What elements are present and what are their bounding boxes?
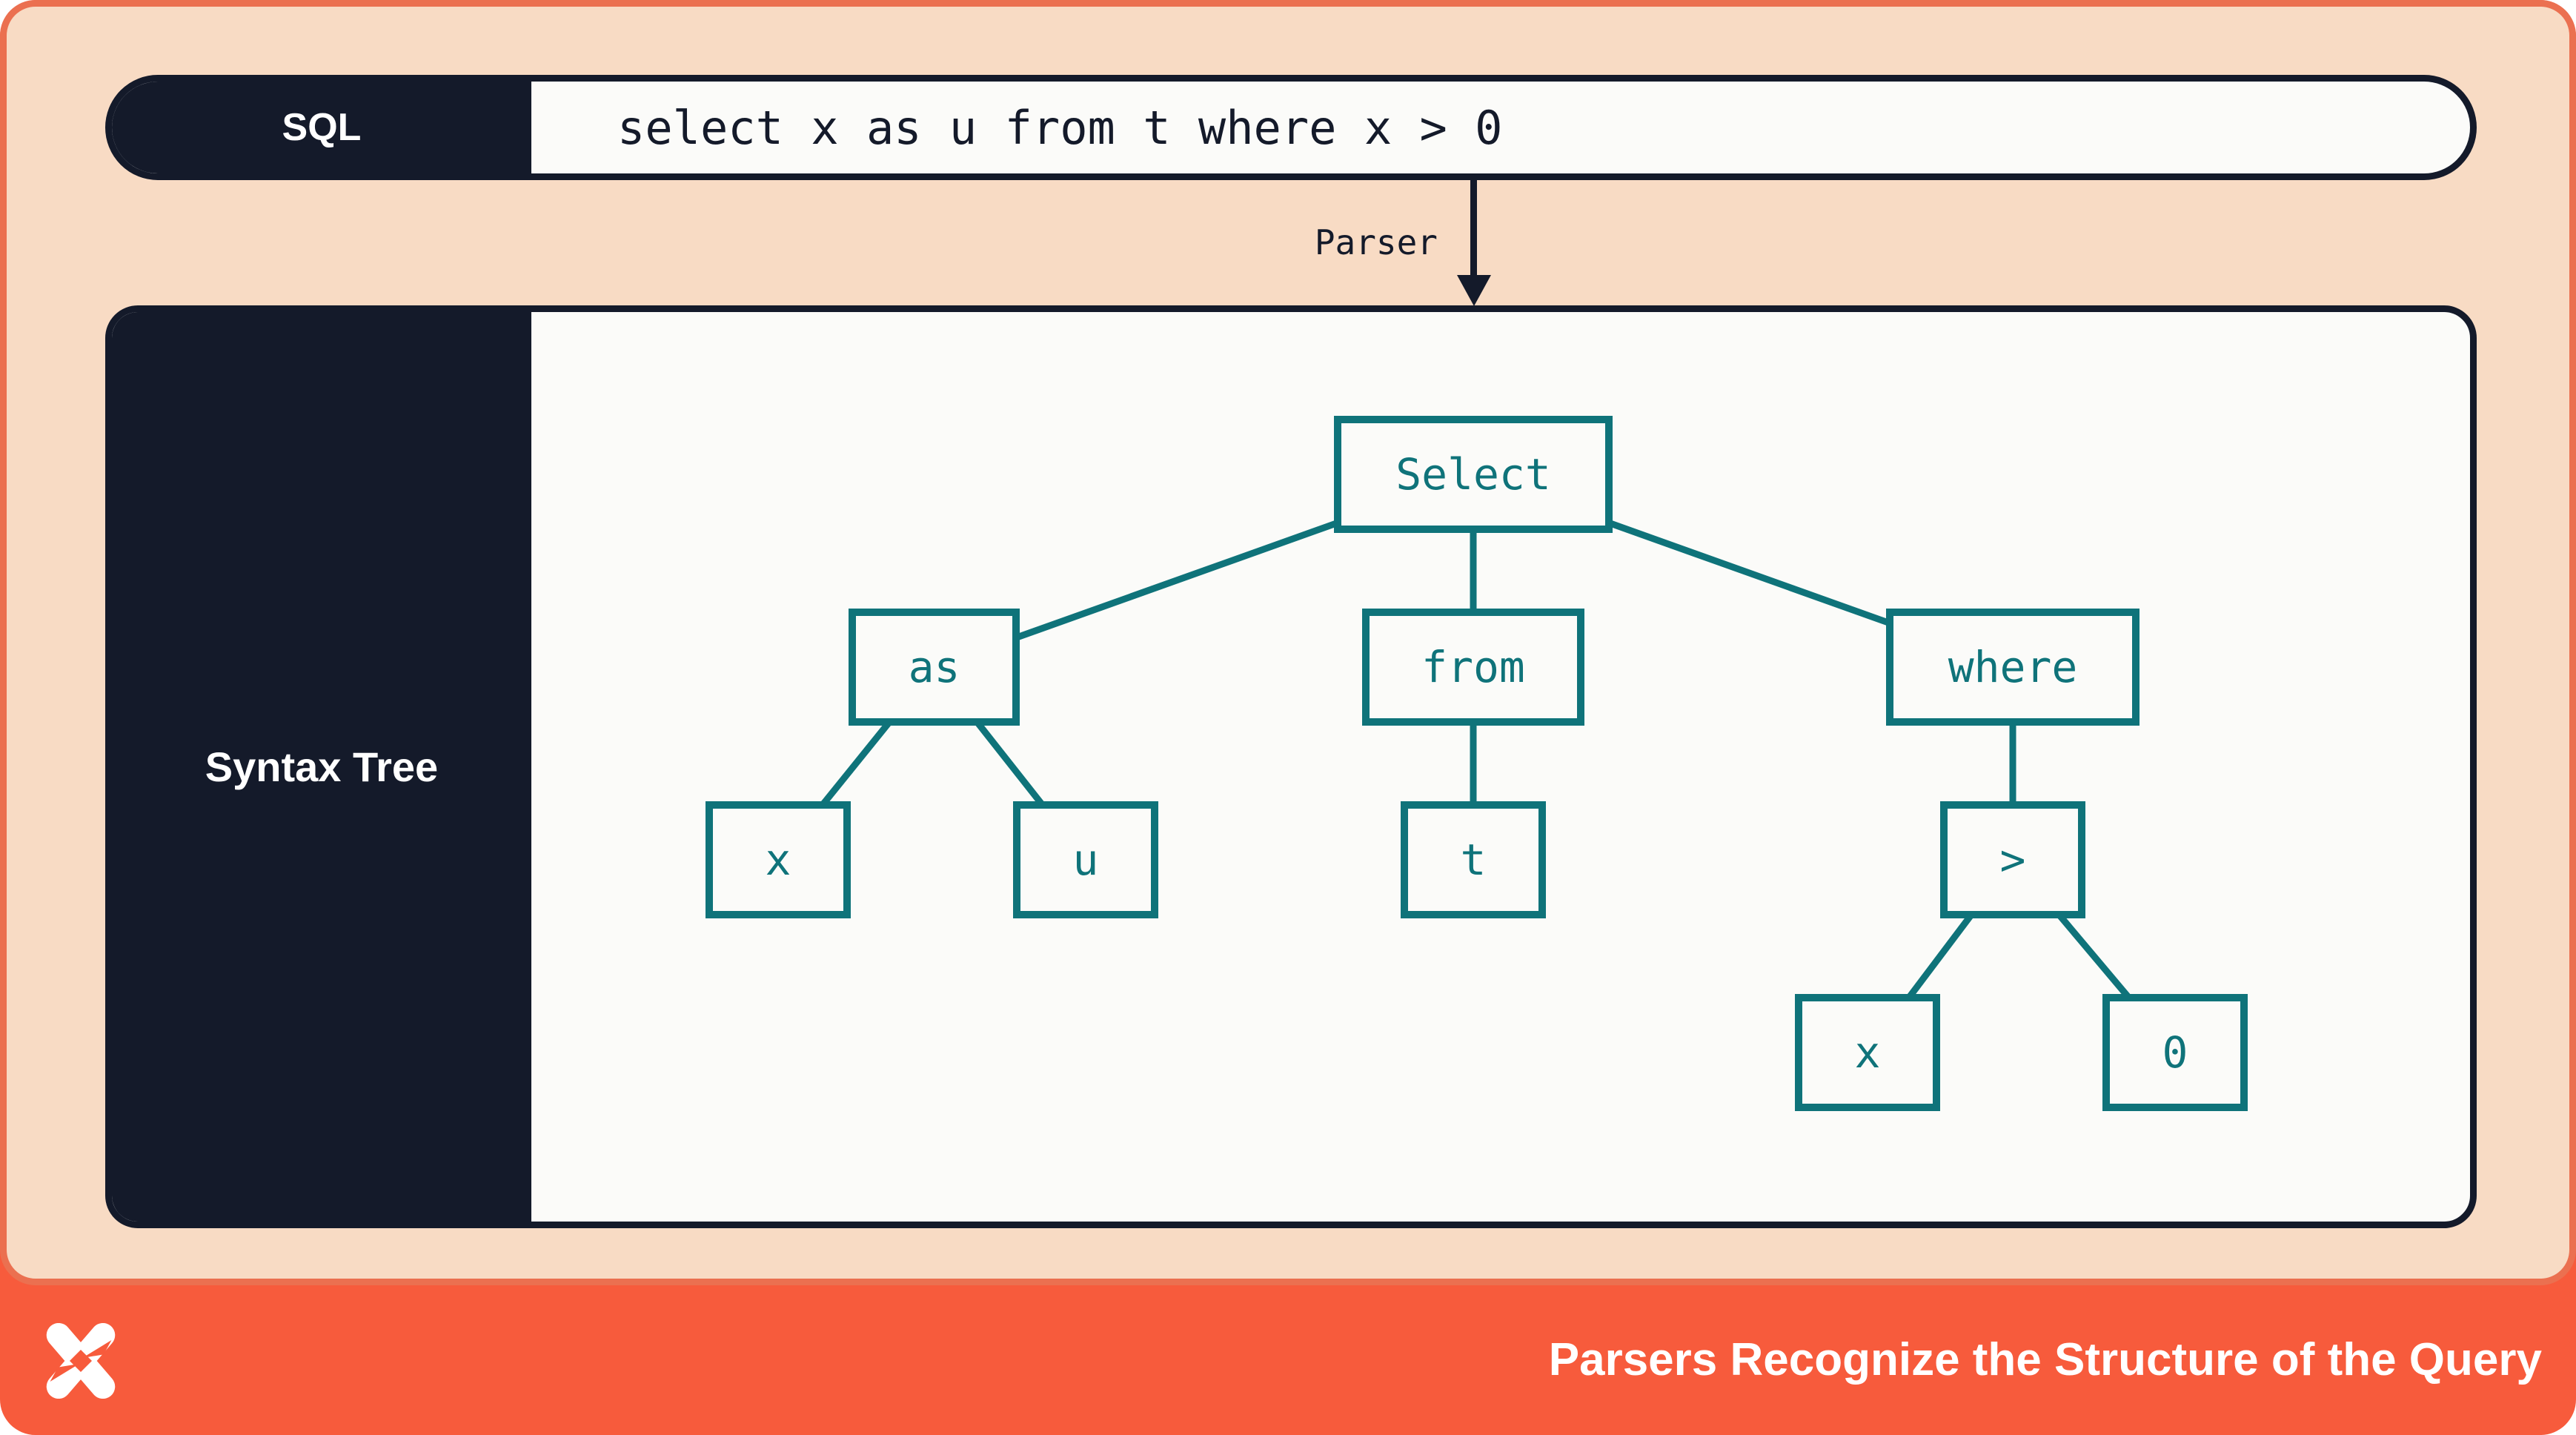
- parser-arrow-head-icon: [1457, 275, 1491, 306]
- tree-node-x-under-gt: x: [1795, 994, 1940, 1111]
- tree-node-x-under-as: x: [706, 801, 851, 918]
- tree-node-t: t: [1401, 801, 1546, 918]
- parser-arrow-line: [1470, 180, 1477, 278]
- tree-node-greater-than: >: [1940, 801, 2085, 918]
- sql-query-text: select x as u from t where x > 0: [617, 100, 1503, 155]
- tree-node-from: from: [1362, 609, 1584, 726]
- tree-node-label: Select: [1395, 449, 1551, 500]
- tree-node-label: as: [908, 642, 960, 692]
- tree-node-label: t: [1460, 835, 1487, 885]
- sql-label: SQL: [112, 82, 531, 173]
- syntax-tree-sidebar: Syntax Tree: [112, 312, 531, 1222]
- tree-node-select: Select: [1334, 416, 1613, 533]
- syntax-tree-label: Syntax Tree: [205, 743, 439, 790]
- syntax-tree-panel: Syntax Tree: [105, 305, 2477, 1228]
- sql-bar: SQL select x as u from t where x > 0: [105, 75, 2477, 180]
- tree-node-label: 0: [2162, 1027, 2188, 1078]
- tree-node-label: >: [1999, 835, 2026, 885]
- tree-node-label: x: [765, 835, 791, 885]
- tree-node-u: u: [1013, 801, 1158, 918]
- tree-node-where: where: [1886, 609, 2140, 726]
- tree-node-label: u: [1072, 835, 1099, 885]
- tree-node-label: x: [1854, 1027, 1881, 1078]
- parser-label: Parser: [1314, 222, 1438, 262]
- dolt-x-logo-icon: [46, 1323, 116, 1399]
- tree-node-as: as: [849, 609, 1020, 726]
- tree-node-zero: 0: [2102, 994, 2248, 1111]
- sql-query: select x as u from t where x > 0: [531, 82, 2470, 173]
- tree-node-label: where: [1948, 642, 2078, 692]
- footer-title: Parsers Recognize the Structure of the Q…: [1548, 1334, 2542, 1385]
- tree-node-label: from: [1421, 642, 1525, 692]
- sql-label-text: SQL: [282, 106, 362, 149]
